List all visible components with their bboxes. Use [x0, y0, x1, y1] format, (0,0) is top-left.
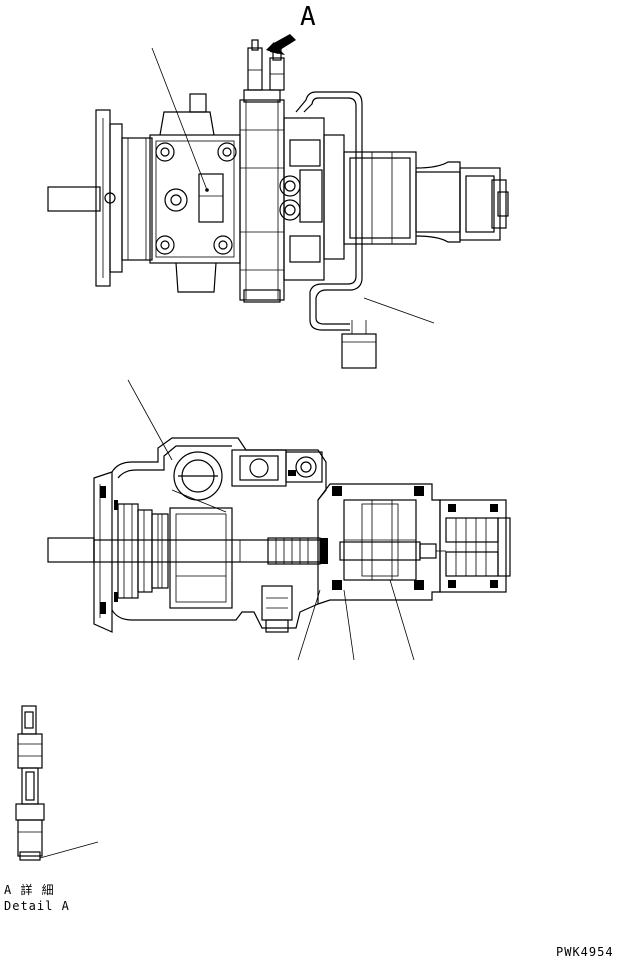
detail-caption-english: Detail A	[4, 899, 70, 913]
view-letter-a: A	[300, 2, 316, 32]
detail-a-drawing	[15, 705, 45, 861]
leader-lines	[39, 47, 435, 859]
drawing-number: PWK4954	[556, 945, 614, 959]
view-arrow-a	[266, 34, 296, 55]
top-view-exterior	[47, 39, 509, 369]
section-view	[47, 437, 511, 633]
detail-caption-japanese: A 詳 細	[4, 883, 55, 897]
